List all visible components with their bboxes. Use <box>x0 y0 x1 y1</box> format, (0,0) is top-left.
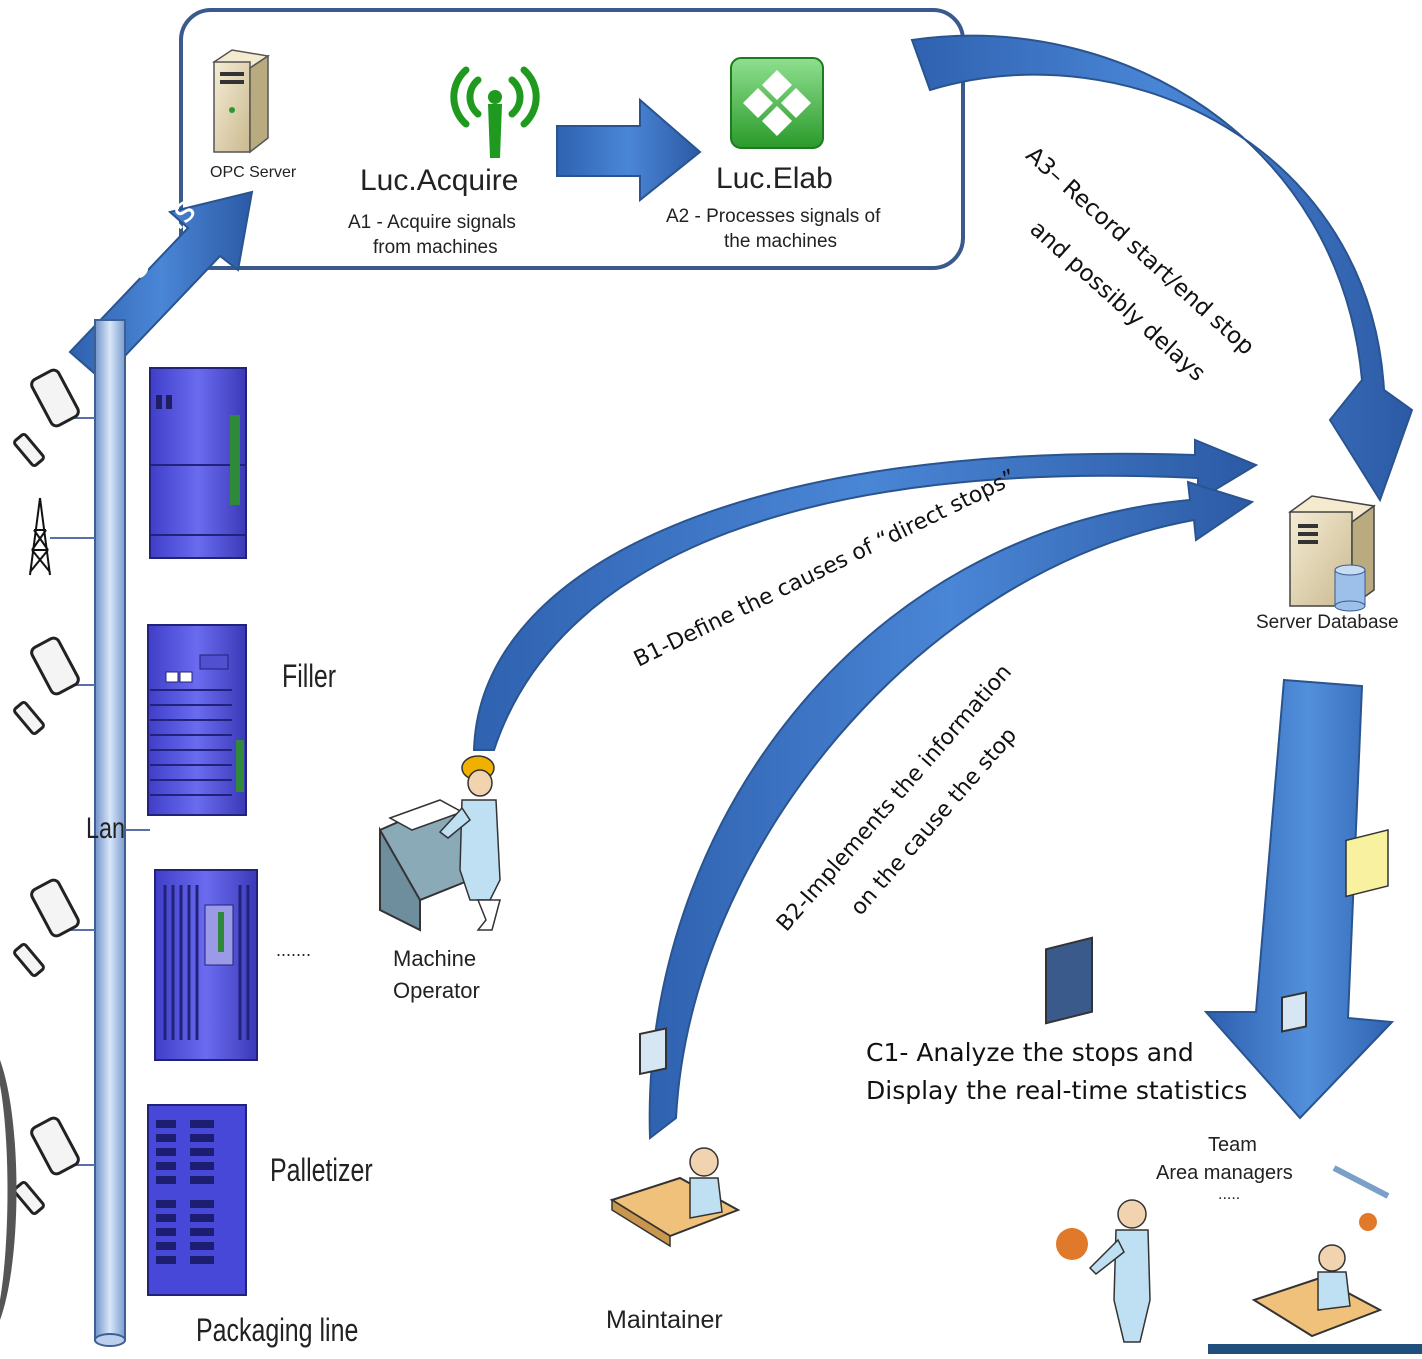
elab-title: Luc.Elab <box>716 162 833 195</box>
packaging-line-label: Packaging line <box>196 1312 359 1348</box>
machine-cabinet-1 <box>149 367 247 559</box>
decorative-arc <box>0 1060 17 1320</box>
b1-curved-arrow <box>472 438 1259 751</box>
lan-label: Lan <box>86 812 126 845</box>
server-database-label: Server Database <box>1256 612 1399 633</box>
workstation-icon <box>13 1116 80 1216</box>
machine-operator-label-line1: Machine <box>393 946 477 971</box>
palletizer-label: Palletizer <box>270 1152 373 1188</box>
elab-desc-line2: the machines <box>724 231 838 252</box>
team-label-line2: Area managers <box>1156 1162 1293 1184</box>
machine-cabinet-filler <box>147 624 247 816</box>
filler-label: Filler <box>282 658 337 694</box>
workstation-icon <box>13 368 80 468</box>
maintainer-label: Maintainer <box>606 1306 723 1334</box>
elab-app-icon <box>730 57 824 149</box>
wireless-signal-icon <box>450 66 540 158</box>
workstation-icon <box>13 636 80 736</box>
acquire-title: Luc.Acquire <box>360 164 519 197</box>
elab-desc-line1: A2 - Processes signals of <box>666 206 881 227</box>
a3-curved-arrow <box>910 34 1414 503</box>
machine-operator-figure <box>379 755 501 932</box>
bottom-right-bar <box>1208 1344 1422 1354</box>
machine-cabinet-palletizer <box>147 1104 247 1296</box>
team-label-line3: ..... <box>1218 1186 1241 1203</box>
ellipsis-label: ....... <box>276 940 312 960</box>
machine-cabinet-3 <box>154 869 258 1061</box>
lan-pipe <box>94 319 126 1347</box>
team-label-line1: Team <box>1208 1134 1257 1156</box>
workstation-icon <box>13 878 80 978</box>
maintainer-figure <box>609 1027 741 1248</box>
team-presenter-figure <box>1045 936 1151 1343</box>
antenna-tower-icon <box>29 497 51 576</box>
acquire-desc-line2: from machines <box>373 237 498 258</box>
opc-server-label: OPC Server <box>210 164 297 181</box>
c1-label-line1: C1- Analyze the stops and <box>866 1038 1194 1067</box>
opc-server-icon <box>212 49 270 154</box>
b2-curved-arrow <box>648 480 1255 1140</box>
c1-down-arrow <box>1203 678 1395 1120</box>
c1-label-line2: Display the real-time statistics <box>866 1076 1248 1105</box>
machine-operator-label-line2: Operator <box>393 978 480 1003</box>
acquire-desc-line1: A1 - Acquire signals <box>348 212 516 233</box>
acquire-to-elab-arrow <box>556 97 702 203</box>
server-database-icon <box>1288 495 1376 612</box>
team-desk-figure <box>1251 828 1390 1338</box>
